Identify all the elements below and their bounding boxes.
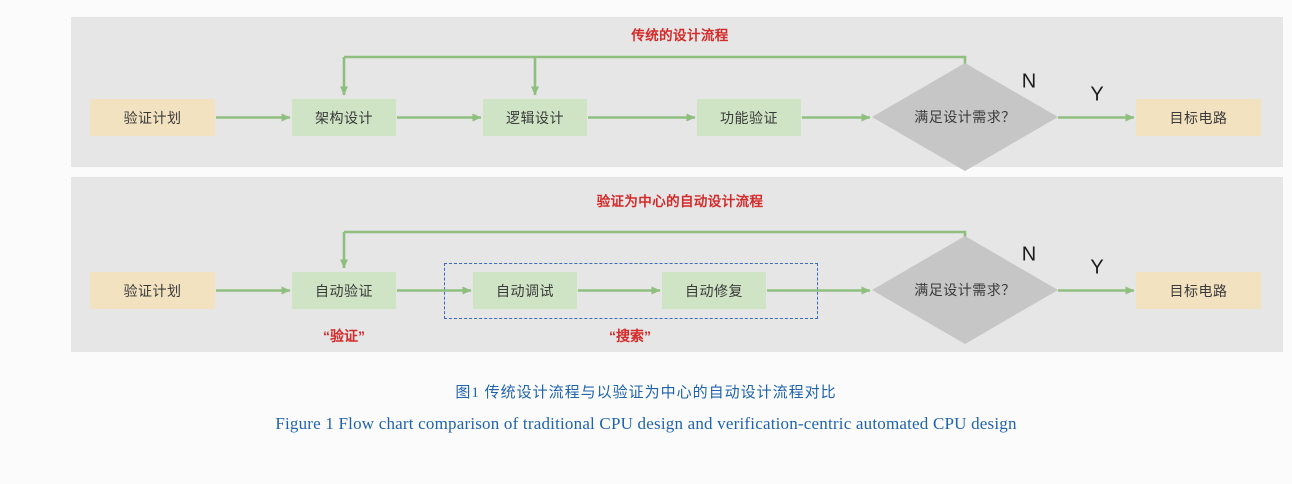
caption-chinese: 图1 传统设计流程与以验证为中心的自动设计流程对比 <box>455 385 837 401</box>
node-auto-start: 验证计划 <box>90 272 215 309</box>
branch-label-auto-no: N <box>1021 243 1037 266</box>
node-traditional-end: 目标电路 <box>1136 99 1261 136</box>
panel-verification-centric-flow <box>71 177 1283 352</box>
node-traditional-function-verification: 功能验证 <box>697 99 801 136</box>
node-auto-end: 目标电路 <box>1136 272 1261 309</box>
node-auto-repair: 自动修复 <box>662 272 766 309</box>
node-traditional-start: 验证计划 <box>90 99 215 136</box>
node-auto-decision: 满足设计需求？ <box>872 236 1058 344</box>
branch-label-auto-yes: Y <box>1090 256 1104 279</box>
node-auto-decision-label: 满足设计需求？ <box>914 282 1016 298</box>
caption-english: Figure 1 Flow chart comparison of tradit… <box>275 414 1017 433</box>
node-auto-verification: 自动验证 <box>292 272 396 309</box>
node-traditional-architecture-design: 架构设计 <box>292 99 396 136</box>
branch-label-traditional-no: N <box>1021 70 1037 93</box>
panel-title-traditional: 传统的设计流程 <box>631 28 729 43</box>
panel-title-verification-centric: 验证为中心的自动设计流程 <box>596 194 764 209</box>
node-traditional-decision-label: 满足设计需求？ <box>914 109 1016 125</box>
node-traditional-decision: 满足设计需求？ <box>872 63 1058 171</box>
annotation-verify: “验证” <box>323 328 365 344</box>
branch-label-traditional-yes: Y <box>1090 83 1104 106</box>
panel-traditional-flow <box>71 17 1283 167</box>
node-auto-debug: 自动调试 <box>473 272 577 309</box>
node-traditional-logic-design: 逻辑设计 <box>483 99 587 136</box>
annotation-search: “搜索” <box>609 328 651 344</box>
